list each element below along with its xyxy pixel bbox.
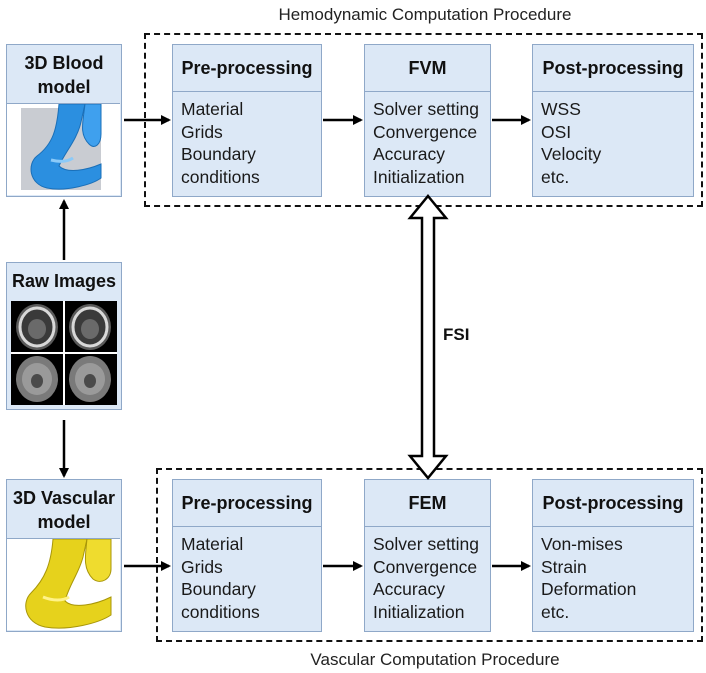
list-item: Von-mises [541,534,623,554]
list-item: Accuracy [373,579,445,599]
list-item: conditions [181,601,260,622]
list-item: Solver setting [373,534,480,554]
list-item: Grids [181,556,223,577]
fvm-title: FVM [365,45,490,92]
list-item: Deformation [541,579,637,599]
blood-model-image [7,103,120,195]
hemodynamic-procedure-caption: Hemodynamic Computation Procedure [278,5,572,24]
list-item: etc. [541,166,570,187]
list-item: Material [181,534,244,554]
list-item: Material [181,99,244,119]
list-item: Solver setting [373,99,480,119]
raw-images-scans [11,301,117,405]
fem-box: FEM Solver setting Convergence Accuracy … [364,479,491,632]
vascular-model-box: 3D Vascular model [6,479,122,632]
list-item: WSS [541,99,581,119]
list-item: Convergence [373,556,478,577]
list-item: conditions [181,166,260,187]
bottom-preprocessing-box: Pre-processing Material Grids Boundary c… [172,479,322,632]
bottom-preprocessing-title: Pre-processing [173,480,321,527]
blood-vessel-render [21,104,102,190]
bottom-postprocessing-box: Post-processing Von-mises Strain Deforma… [532,479,694,632]
bottom-postprocessing-title: Post-processing [533,480,693,527]
list-item: Boundary [181,144,256,164]
list-item: OSI [541,121,572,142]
fsi-label: FSI [443,325,470,344]
vascular-procedure-caption: Vascular Computation Procedure [310,650,560,669]
ct-scan-grid [11,301,117,405]
blood-model-box: 3D Blood model [6,44,122,197]
fem-title: FEM [365,480,490,527]
list-item: Convergence [373,121,478,142]
blood-model-title: 3D Blood model [24,53,104,97]
raw-images-title: Raw Images [11,271,117,291]
fsi-double-arrow [407,194,449,480]
list-item: Accuracy [373,144,445,164]
list-item: Initialization [373,601,465,622]
list-item: Boundary [181,579,256,599]
top-preprocessing-title: Pre-processing [173,45,321,92]
vascular-wall-render [25,539,112,629]
vascular-model-title: 3D Vascular model [12,488,116,532]
vascular-model-image [7,538,120,630]
list-item: Grids [181,121,223,142]
top-postprocessing-title: Post-processing [533,45,693,92]
list-item: Strain [541,556,587,577]
raw-images-box: Raw Images [6,262,122,410]
list-item: etc. [541,601,570,622]
fvm-box: FVM Solver setting Convergence Accuracy … [364,44,491,197]
list-item: Initialization [373,166,465,187]
list-item: Velocity [541,144,602,164]
top-postprocessing-box: Post-processing WSS OSI Velocity etc. [532,44,694,197]
top-preprocessing-box: Pre-processing Material Grids Boundary c… [172,44,322,197]
